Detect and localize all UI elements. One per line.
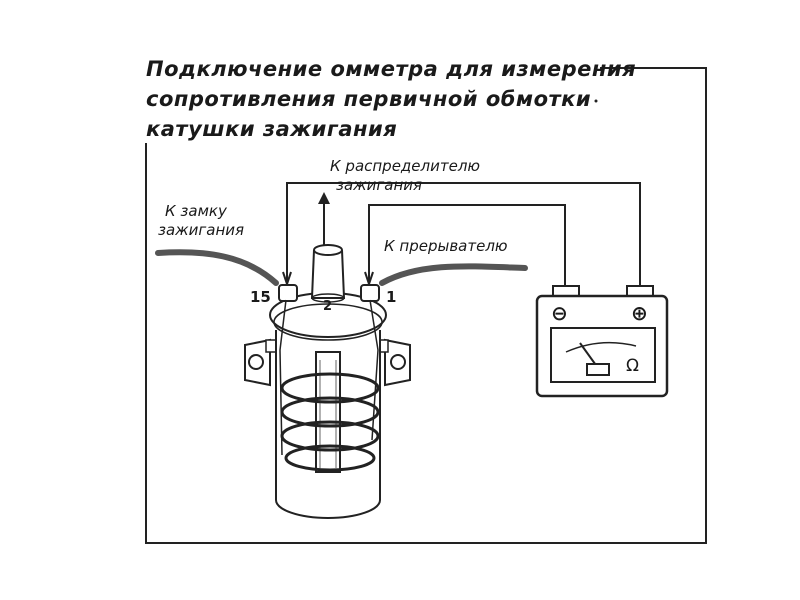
terminal-15-post [278, 284, 298, 302]
ohmmeter-plus-symbol: ⊕ [631, 301, 648, 325]
terminal-1-label: 1 [386, 288, 397, 306]
ohmmeter [535, 285, 669, 398]
wire-terminal-1 [368, 204, 566, 290]
wire-terminal-15 [286, 182, 641, 290]
cable-to-breaker [379, 263, 528, 286]
label-to-distributor-1: К распределителю [330, 157, 481, 175]
label-to-breaker: К прерывателю [384, 237, 508, 255]
label-to-distributor-2: зажигания [336, 176, 423, 194]
terminal-15-label: 15 [250, 288, 271, 306]
label-to-ignition-switch-2: зажигания [158, 221, 245, 239]
title-line-3: катушки зажигания [146, 117, 398, 141]
ohm-symbol: Ω [626, 356, 639, 376]
label-to-ignition-switch-1: К замку [165, 202, 227, 220]
terminal-center-label: 2 [323, 299, 333, 314]
hv-arrow-head [318, 192, 330, 204]
terminal-1-post [360, 284, 380, 302]
ignition-coil [269, 244, 387, 519]
cable-to-ignition-switch [155, 249, 279, 286]
title-line-1: Подключение омметра для измерения [146, 57, 637, 81]
title-line-2: сопротивления первичной обмотки [146, 87, 592, 111]
frame-border [145, 67, 707, 544]
ohmmeter-minus-symbol: ⊖ [551, 301, 568, 325]
